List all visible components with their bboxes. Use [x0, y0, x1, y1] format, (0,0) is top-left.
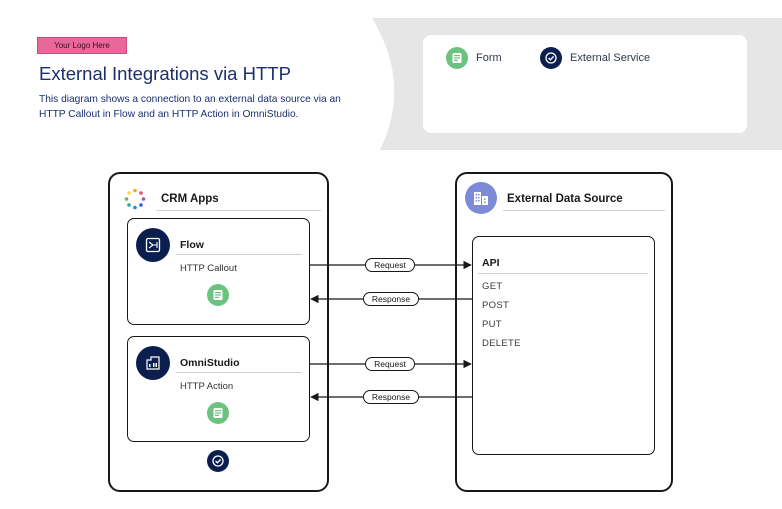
legend-label-external-service: External Service	[570, 52, 651, 64]
page-description: This diagram shows a connection to an ex…	[39, 94, 341, 120]
external-service-icon	[207, 450, 229, 472]
external-data-source-title: External Data Source	[507, 193, 623, 205]
response-label: Response	[363, 292, 419, 306]
flow-card-title: Flow	[180, 239, 204, 251]
api-card-divider	[478, 273, 648, 274]
api-method-post: POST	[482, 300, 510, 311]
legend-item-external-service: External Service	[540, 47, 650, 69]
request-label: Request	[365, 357, 415, 371]
external-service-icon	[540, 47, 562, 69]
api-method-get: GET	[482, 281, 503, 292]
flow-card-divider	[176, 254, 302, 255]
omnistudio-card-title: OmniStudio	[180, 357, 240, 369]
flow-icon	[136, 228, 170, 262]
page-title: External Integrations via HTTP	[39, 63, 291, 84]
data-source-icon	[465, 182, 497, 214]
logo-placeholder: Your Logo Here	[37, 37, 127, 54]
legend-item-form: Form	[446, 47, 502, 69]
crm-apps-icon	[124, 188, 146, 210]
form-icon	[207, 402, 229, 424]
legend-label-form: Form	[476, 52, 502, 64]
omnistudio-icon	[136, 346, 170, 380]
response-label: Response	[363, 390, 419, 404]
api-method-delete: DELETE	[482, 338, 521, 349]
form-icon	[446, 47, 468, 69]
api-card	[472, 236, 655, 455]
external-data-source-divider	[503, 210, 665, 211]
api-card-title: API	[482, 257, 500, 269]
flow-card-subtitle: HTTP Callout	[180, 263, 237, 274]
crm-apps-title-divider	[156, 210, 321, 211]
legend-card	[423, 35, 747, 133]
request-label: Request	[365, 258, 415, 272]
omnistudio-card-subtitle: HTTP Action	[180, 381, 234, 392]
omnistudio-card-divider	[176, 372, 302, 373]
form-icon	[207, 284, 229, 306]
crm-apps-title: CRM Apps	[161, 193, 219, 205]
api-method-put: PUT	[482, 319, 502, 330]
